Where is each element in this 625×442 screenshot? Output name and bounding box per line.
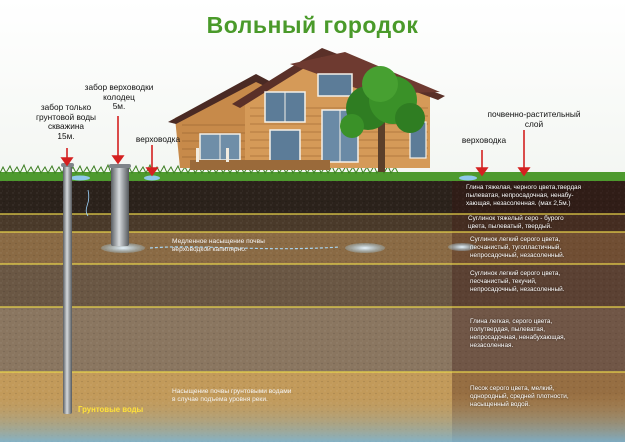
label-borehole-line: забор только	[40, 102, 92, 112]
annotation-line: верховодкой капилярно.	[172, 246, 247, 254]
diagram-title: Вольный городок	[206, 12, 419, 38]
label-perched-right: верховодка	[461, 135, 507, 145]
label-borehole-line: 15м.	[57, 130, 75, 141]
layer-text-line: песчанистый, тугопластичный,	[470, 244, 562, 251]
label-groundwater: Грунтовые воды	[78, 405, 144, 414]
layer-text-line: полутвердая, пылеватая,	[470, 326, 546, 333]
layer-6-description: Песок серого цвета, мелкий, однородный, …	[470, 385, 620, 409]
label-well: забор верховодки колодец 5м.	[72, 82, 166, 112]
layer-text-line: однородный, средней плотности,	[470, 393, 569, 400]
layer-text-line: незасоленная.	[470, 342, 514, 349]
layer-text-line: хающая, незасоленная. (мах 2,5м.)	[466, 200, 571, 207]
annotation-line: Насыщение почвы грунтовыми водами	[172, 388, 292, 395]
label-topsoil-line: слой	[524, 118, 544, 129]
layer-text-line: непросадочный, незасоленный.	[470, 286, 565, 293]
well-shaft	[111, 166, 129, 246]
layer-text-line: пылеватая, непросадочная, ненабу-	[466, 192, 574, 199]
label-borehole: забор только грунтовой воды скважина 15м…	[20, 102, 112, 141]
annotation-line: в случае подъема уровня реки.	[172, 396, 268, 404]
label-well-line: забор верховодки	[84, 82, 154, 92]
layer-text-line: непросадочная, ненабухающая,	[470, 334, 566, 341]
label-topsoil: почвенно-растительный слой	[478, 109, 590, 129]
label-borehole-line: скважина	[47, 121, 85, 132]
layer-text-line: Песок серого цвета, мелкий,	[470, 385, 555, 392]
annotation-capillary: Медленное насыщение почвы верховодкой ка…	[172, 238, 312, 254]
layer-4-description: Суглинок легкий серого цвета, песчанисты…	[470, 270, 620, 294]
annotation-groundwater-rise: Насыщение почвы грунтовыми водами в случ…	[172, 388, 342, 404]
layer-text-line: непросадочный, незасоленный.	[470, 252, 565, 259]
layer-3-description: Суглинок легкий серого цвета, песчанисты…	[470, 236, 620, 260]
layer-text-line: Суглинок легкий серого цвета,	[470, 270, 561, 277]
layer-text-line: Глина легкая, серого цвета,	[470, 318, 553, 325]
label-perched-left: верховодка	[135, 134, 181, 144]
layer-text-line: песчанистый, текучий,	[470, 278, 537, 285]
layer-text-line: Суглинок легкий серого цвета,	[470, 236, 561, 243]
layer-5-description: Глина легкая, серого цвета, полутвердая,…	[470, 318, 620, 350]
label-well-line: колодец	[103, 91, 135, 102]
label-well-line: 5м.	[112, 101, 126, 112]
borehole-pipe	[63, 165, 72, 414]
layer-2-description: Суглинок тяжелый серо - бурого цвета, пы…	[468, 215, 618, 231]
layer-text-line: цвета, пылеватый, твердый.	[468, 223, 552, 230]
layer-text-line: Глина тяжелая, черного цвета,твердая	[466, 184, 582, 191]
label-topsoil-line: почвенно-растительный	[487, 109, 581, 119]
layer-text-line: насыщенный водой.	[470, 401, 530, 408]
annotation-line: Медленное насыщение почвы	[172, 238, 265, 245]
layer-1-description: Глина тяжелая, черного цвета,твердая пыл…	[466, 184, 625, 208]
well-cap	[109, 164, 131, 168]
layer-text-line: Суглинок тяжелый серо - бурого	[468, 215, 564, 222]
label-borehole-line: грунтовой воды	[35, 111, 97, 122]
